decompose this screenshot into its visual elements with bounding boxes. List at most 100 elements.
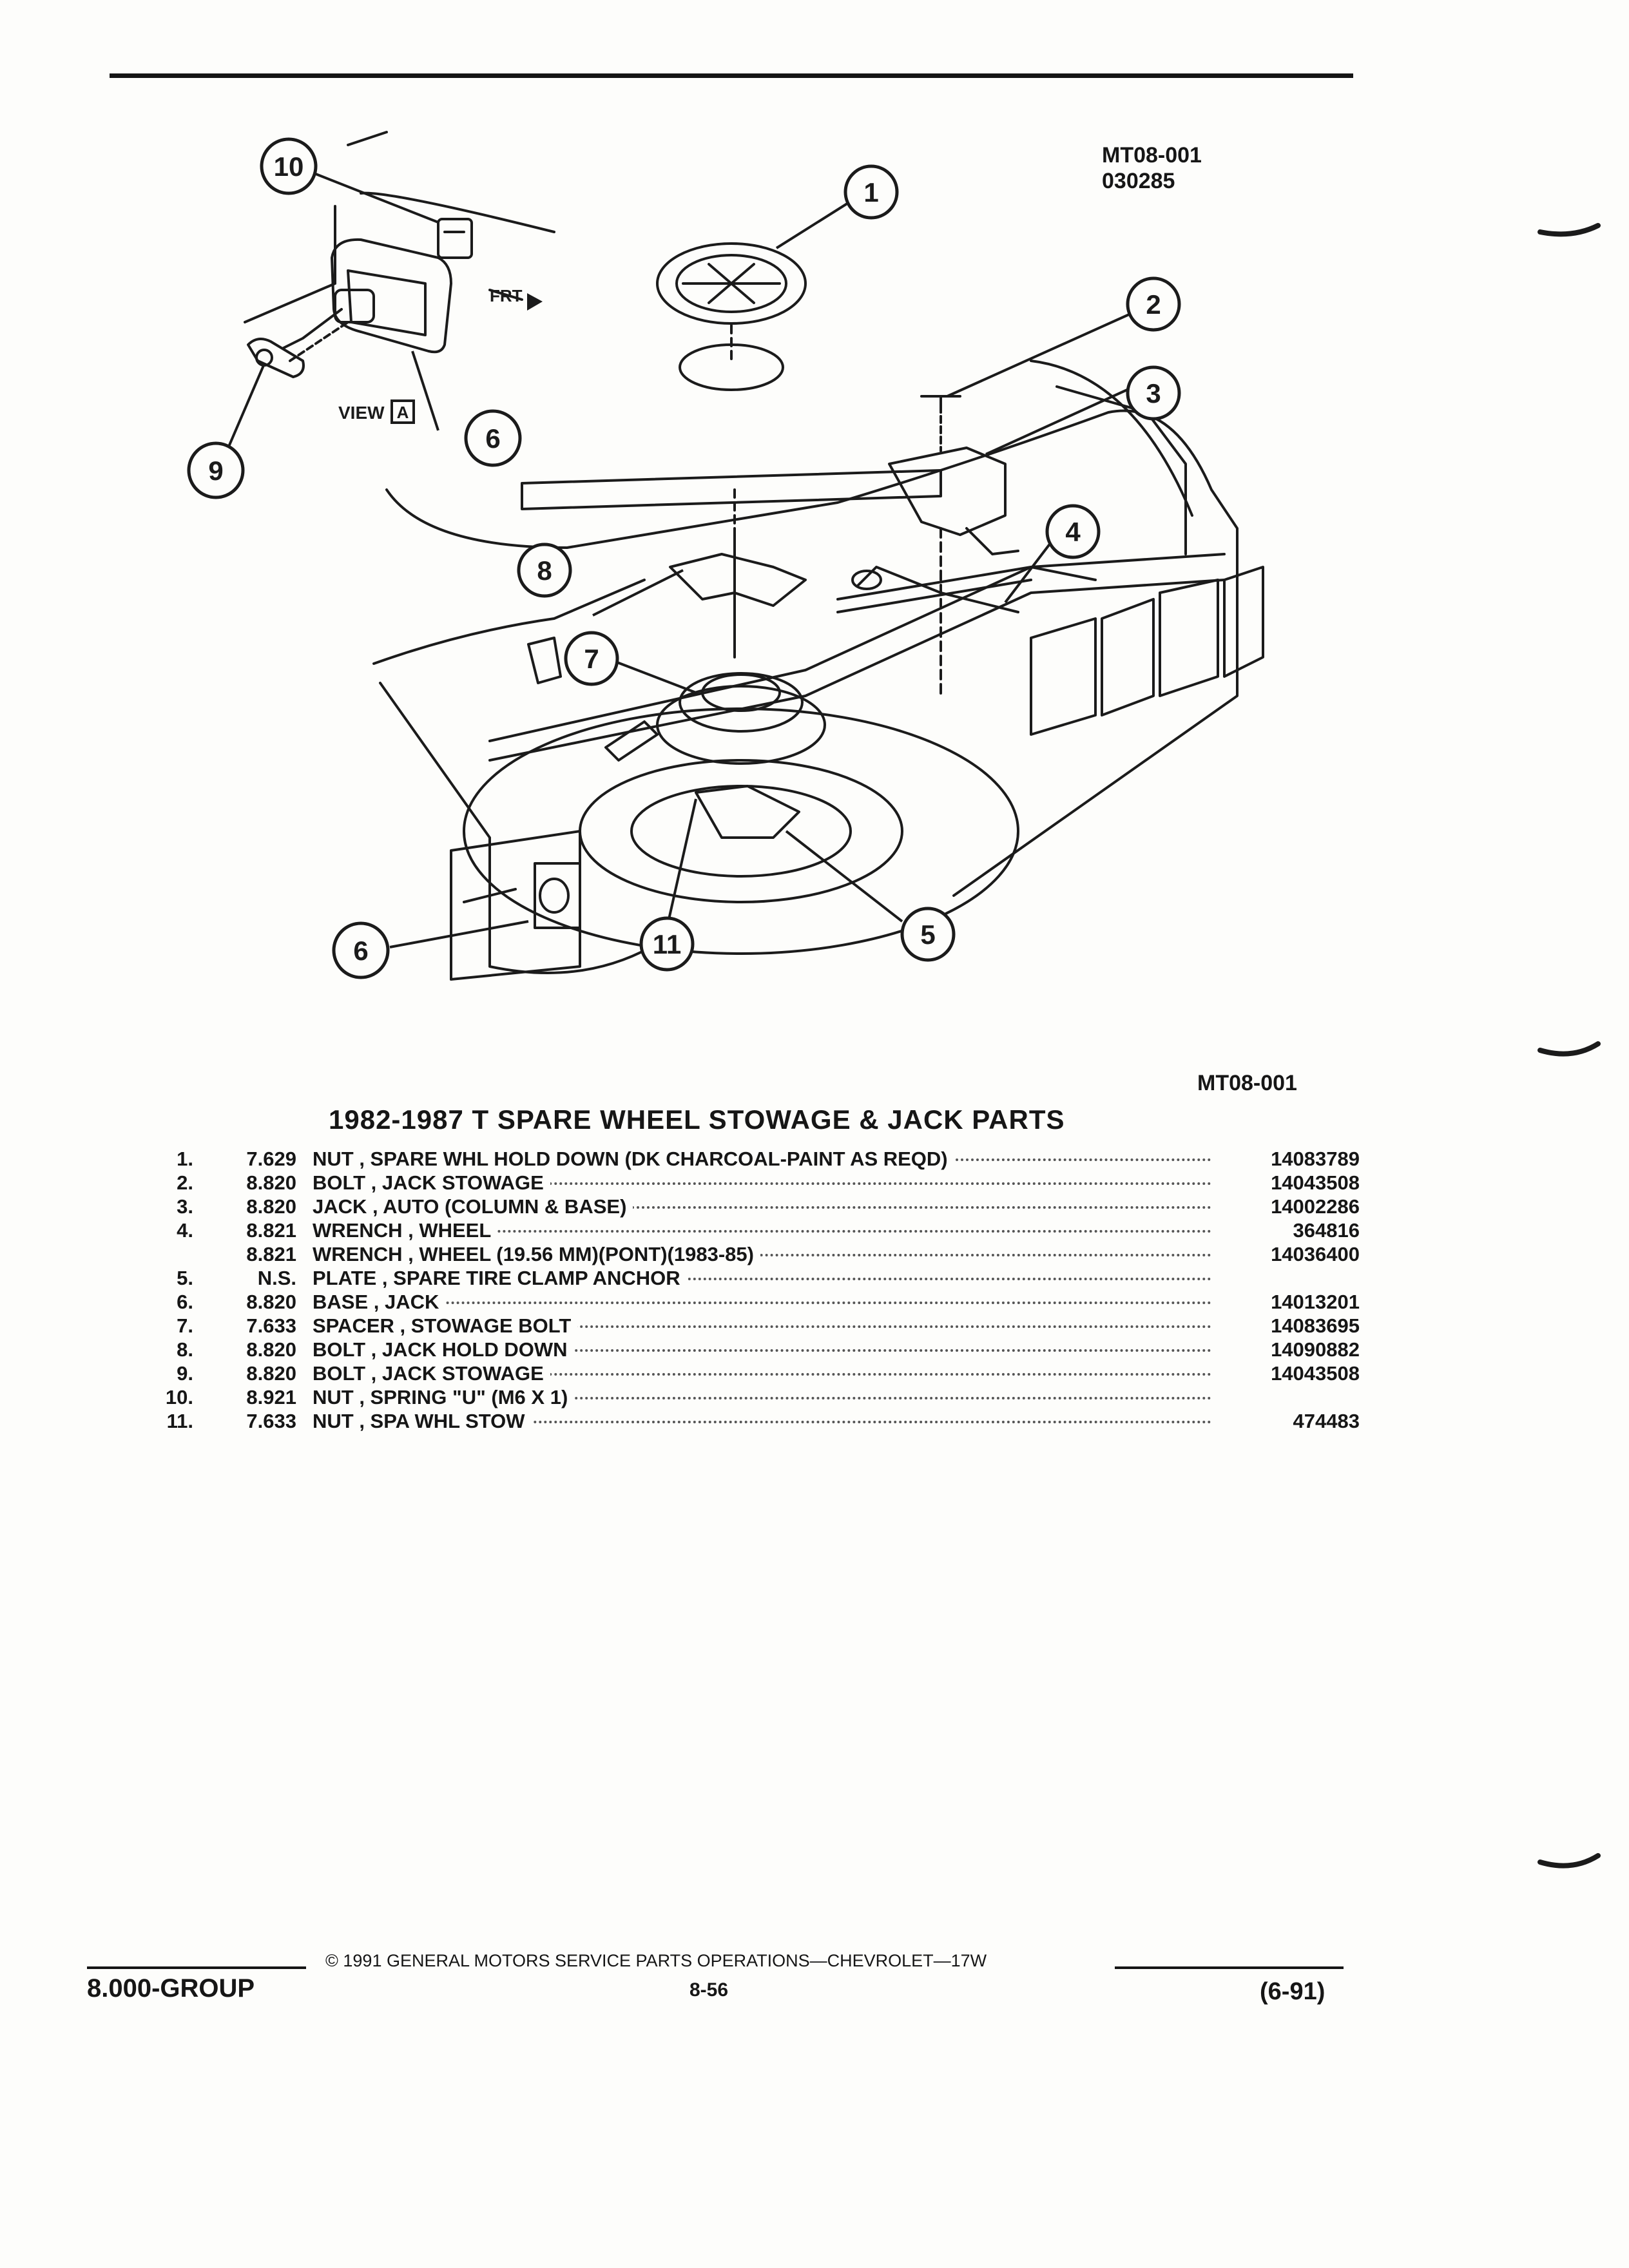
footer-page-number: 8-56 [689, 1979, 729, 2001]
part-catalog-number: 14043508 [1271, 1171, 1360, 1194]
parts-row: 8. 8.820 BOLT , JACK HOLD DOWN 14090882 [148, 1338, 1360, 1361]
part-description: WRENCH , WHEEL [313, 1218, 1211, 1242]
callout-1-label: 1 [863, 177, 878, 207]
part-group-code: N.S. [257, 1267, 296, 1289]
footer-rule-left [87, 1966, 306, 1969]
part-catalog-number: 14013201 [1271, 1291, 1360, 1313]
part-number-index: 7. [177, 1314, 193, 1337]
part-description: BASE , JACK [313, 1290, 1211, 1314]
callout-7-label: 7 [584, 644, 599, 674]
part-description: BOLT , JACK STOWAGE [313, 1361, 1211, 1385]
callout-3 [1126, 365, 1181, 421]
part-catalog-number: 474483 [1293, 1410, 1360, 1432]
part-catalog-number: 14090882 [1271, 1338, 1360, 1361]
callout-9-label: 9 [208, 456, 223, 486]
leader-dots [313, 1182, 1211, 1185]
part-group-code: 8.821 [246, 1219, 296, 1242]
callout-3-label: 3 [1146, 378, 1161, 408]
view-box-letter: A [397, 403, 409, 422]
callout-5 [900, 907, 956, 962]
part-description: NUT , SPA WHL STOW [313, 1409, 1211, 1433]
leader-dots [313, 1278, 1211, 1280]
callout-11-label: 11 [653, 929, 681, 959]
part-catalog-number: 364816 [1293, 1219, 1360, 1242]
parts-row: 11. 7.633 NUT , SPA WHL STOW 474483 [148, 1409, 1360, 1433]
callout-6 [332, 921, 390, 979]
frt-label: FRT [490, 286, 523, 305]
callout-7 [564, 631, 619, 686]
leader-dots [313, 1254, 1211, 1256]
callout-6-inset [464, 409, 522, 467]
callout-6-inset-label: 6 [485, 423, 500, 454]
section-title: 1982-1987 T SPARE WHEEL STOWAGE & JACK P… [329, 1104, 1065, 1135]
jack-base-inset [331, 238, 452, 354]
footer-copyright: © 1991 GENERAL MOTORS SERVICE PARTS OPER… [325, 1951, 987, 1970]
callout-5-label: 5 [920, 919, 935, 950]
part-description: NUT , SPRING "U" (M6 X 1) [313, 1385, 1211, 1409]
part-description-text: BOLT , JACK HOLD DOWN [313, 1338, 574, 1361]
part-description: JACK , AUTO (COLUMN & BASE) [313, 1195, 1211, 1218]
part-description: NUT , SPARE WHL HOLD DOWN (DK CHARCOAL-P… [313, 1147, 1211, 1171]
figure-reference: MT08-001 [1197, 1071, 1297, 1095]
leader-dots [313, 1325, 1211, 1328]
callout-9 [187, 441, 245, 499]
part-catalog-number: 14083695 [1271, 1314, 1360, 1337]
part-group-code: 7.629 [246, 1148, 296, 1170]
part-group-code: 7.633 [246, 1410, 296, 1432]
callout-4-label: 4 [1065, 517, 1081, 547]
part-number-index: 8. [177, 1338, 193, 1361]
part-catalog-number: 14036400 [1271, 1243, 1360, 1265]
parts-row: 7. 7.633 SPACER , STOWAGE BOLT 14083695 [148, 1314, 1360, 1338]
part-description-text: WRENCH , WHEEL (19.56 MM)(PONT)(1983-85) [313, 1243, 760, 1265]
part-description: WRENCH , WHEEL (19.56 MM)(PONT)(1983-85) [313, 1242, 1211, 1266]
callout-6-label: 6 [353, 936, 368, 966]
part-description-text: NUT , SPARE WHL HOLD DOWN (DK CHARCOAL-P… [313, 1148, 954, 1170]
diagram-code-date: 030285 [1102, 169, 1175, 193]
binder-marks [1537, 223, 1601, 1869]
footer-group: 8.000-GROUP [87, 1974, 255, 2003]
footer-rule-right [1115, 1966, 1344, 1969]
frt-arrow-icon [527, 293, 543, 311]
part-number-index: 9. [177, 1362, 193, 1385]
part-description: PLATE , SPARE TIRE CLAMP ANCHOR [313, 1266, 1211, 1290]
part-number-index: 4. [177, 1219, 193, 1242]
part-description-text: JACK , AUTO (COLUMN & BASE) [313, 1195, 633, 1218]
part-description-text: WRENCH , WHEEL [313, 1219, 498, 1242]
part-description: SPACER , STOWAGE BOLT [313, 1314, 1211, 1338]
part-number-index: 10. [165, 1386, 193, 1408]
part-number-index: 11. [166, 1410, 193, 1432]
part-description-text: NUT , SPRING "U" (M6 X 1) [313, 1386, 575, 1408]
part-description-text: SPACER , STOWAGE BOLT [313, 1314, 578, 1337]
leader-dots [313, 1206, 1211, 1209]
leader-dots [313, 1373, 1211, 1376]
exploded-parts-diagram: 10 1 2 3 4 5 6 9 8 7 11 6 FRT VIEW A [187, 131, 1264, 981]
leader-dots [313, 1230, 1211, 1233]
part-group-code: 8.820 [246, 1362, 296, 1385]
part-number-index: 6. [177, 1291, 193, 1313]
part-description-text: BOLT , JACK STOWAGE [313, 1171, 550, 1194]
part-group-code: 8.820 [246, 1171, 296, 1194]
callout-2 [1126, 276, 1181, 332]
callout-8-label: 8 [537, 555, 552, 586]
part-description-text: PLATE , SPARE TIRE CLAMP ANCHOR [313, 1267, 687, 1289]
diagram-code: MT08-001 [1102, 143, 1202, 168]
callout-2-label: 2 [1146, 289, 1161, 320]
part-description: BOLT , JACK STOWAGE [313, 1171, 1211, 1195]
callout-11 [639, 916, 695, 972]
part-group-code: 8.820 [246, 1338, 296, 1361]
callout-8 [517, 543, 572, 598]
part-description-text: NUT , SPA WHL STOW [313, 1410, 532, 1432]
parts-row: 4. 8.821 WRENCH , WHEEL 364816 [148, 1218, 1360, 1242]
leader-dots [313, 1349, 1211, 1352]
parts-row: 5.N.S.PLATE , SPARE TIRE CLAMP ANCHOR [148, 1266, 1360, 1290]
leader-dots [313, 1302, 1211, 1304]
leader-dots [313, 1421, 1211, 1423]
callout-4 [1045, 504, 1101, 559]
part-group-code: 7.633 [246, 1314, 296, 1337]
